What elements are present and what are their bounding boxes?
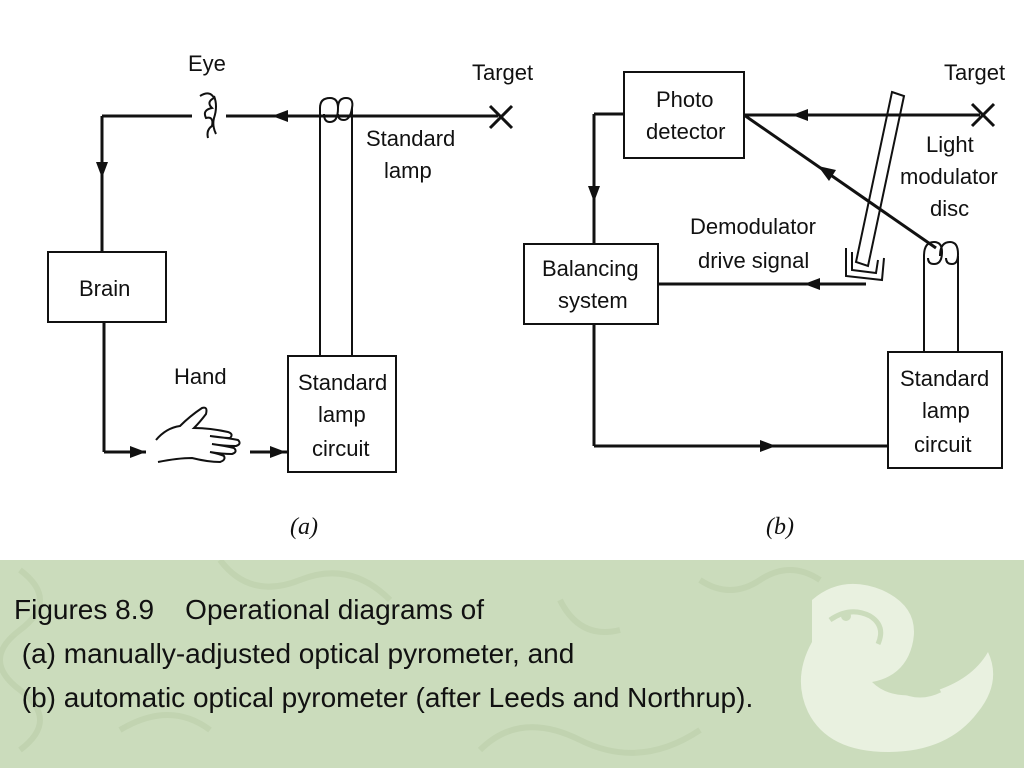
- circuit-b-label-1: Standard: [900, 366, 989, 391]
- target-x-icon-b: [970, 102, 996, 128]
- standard-lamp-label-2: lamp: [384, 158, 432, 183]
- lamp-detector-arrow: [818, 166, 836, 181]
- brain-hand-arrow: [130, 446, 146, 458]
- dragon-motif-icon: [800, 583, 994, 752]
- balancing-label-1: Balancing: [542, 256, 639, 281]
- brain-box: [47, 251, 167, 323]
- brain-label: Brain: [79, 276, 130, 301]
- diagram-a: Eye Target Standard lamp Brain: [47, 51, 533, 540]
- detector-balancing-arrow: [588, 186, 600, 202]
- eye-icon: [199, 92, 217, 139]
- photo-detector-box: [623, 71, 745, 159]
- diagram-b: Photo detector Target Light modulator di…: [523, 60, 1005, 540]
- caption-line-2: (a) manually-adjusted optical pyrometer,…: [14, 638, 575, 669]
- standard-lamp-label-1: Standard: [366, 126, 455, 151]
- lamp-detector-line: [743, 113, 937, 250]
- light-modulator-label-2: modulator: [900, 164, 998, 189]
- demodulator-arrow: [804, 278, 820, 290]
- balancing-system-box: [523, 243, 659, 325]
- lamp-circuit-box-b: [887, 351, 1003, 469]
- light-modulator-label-1: Light: [926, 132, 974, 157]
- hand-label: Hand: [174, 364, 227, 389]
- caption-line-1: Figures 8.9 Operational diagrams of: [14, 594, 485, 625]
- target-label-a: Target: [472, 60, 533, 85]
- light-modulator-label-3: disc: [930, 196, 969, 221]
- target-x-icon: [488, 104, 514, 130]
- photo-detector-label-2: detector: [646, 119, 726, 144]
- target-label-b: Target: [944, 60, 1005, 85]
- modulator-disc: [845, 90, 906, 282]
- hand-icon: [155, 406, 241, 464]
- lamp-circuit-box-a: [287, 355, 397, 473]
- circuit-b-label-2: lamp: [922, 398, 970, 423]
- optical-path-arrow: [272, 110, 288, 122]
- photo-detector-label-1: Photo: [656, 87, 714, 112]
- standard-lamp-b: [923, 240, 960, 352]
- figure-caption: Figures 8.9 Operational diagrams of (a) …: [14, 588, 753, 720]
- demodulator-label-1: Demodulator: [690, 214, 816, 239]
- hand-circuit-arrow: [270, 446, 286, 458]
- circuit-b-label-3: circuit: [914, 432, 971, 457]
- sublabel-a: (a): [290, 514, 318, 540]
- circuit-a-label-2: lamp: [318, 402, 366, 427]
- caption-background-pattern: [0, 560, 994, 756]
- eye-label: Eye: [188, 51, 226, 76]
- circuit-a-label-1: Standard: [298, 370, 387, 395]
- eye-brain-arrow: [96, 162, 108, 178]
- target-detector-arrow: [792, 109, 808, 121]
- circuit-a-label-3: circuit: [312, 436, 369, 461]
- sublabel-b: (b): [766, 514, 794, 540]
- balancing-circuit-arrow: [760, 440, 776, 452]
- caption-line-3: (b) automatic optical pyrometer (after L…: [14, 682, 754, 713]
- pyrometer-diagrams: Eye Target Standard lamp Brain: [47, 51, 1005, 540]
- balancing-label-2: system: [558, 288, 628, 313]
- caption-panel: Figures 8.9 Operational diagrams of (a) …: [0, 560, 1024, 768]
- standard-lamp-a: [319, 96, 354, 356]
- demodulator-label-2: drive signal: [698, 248, 809, 273]
